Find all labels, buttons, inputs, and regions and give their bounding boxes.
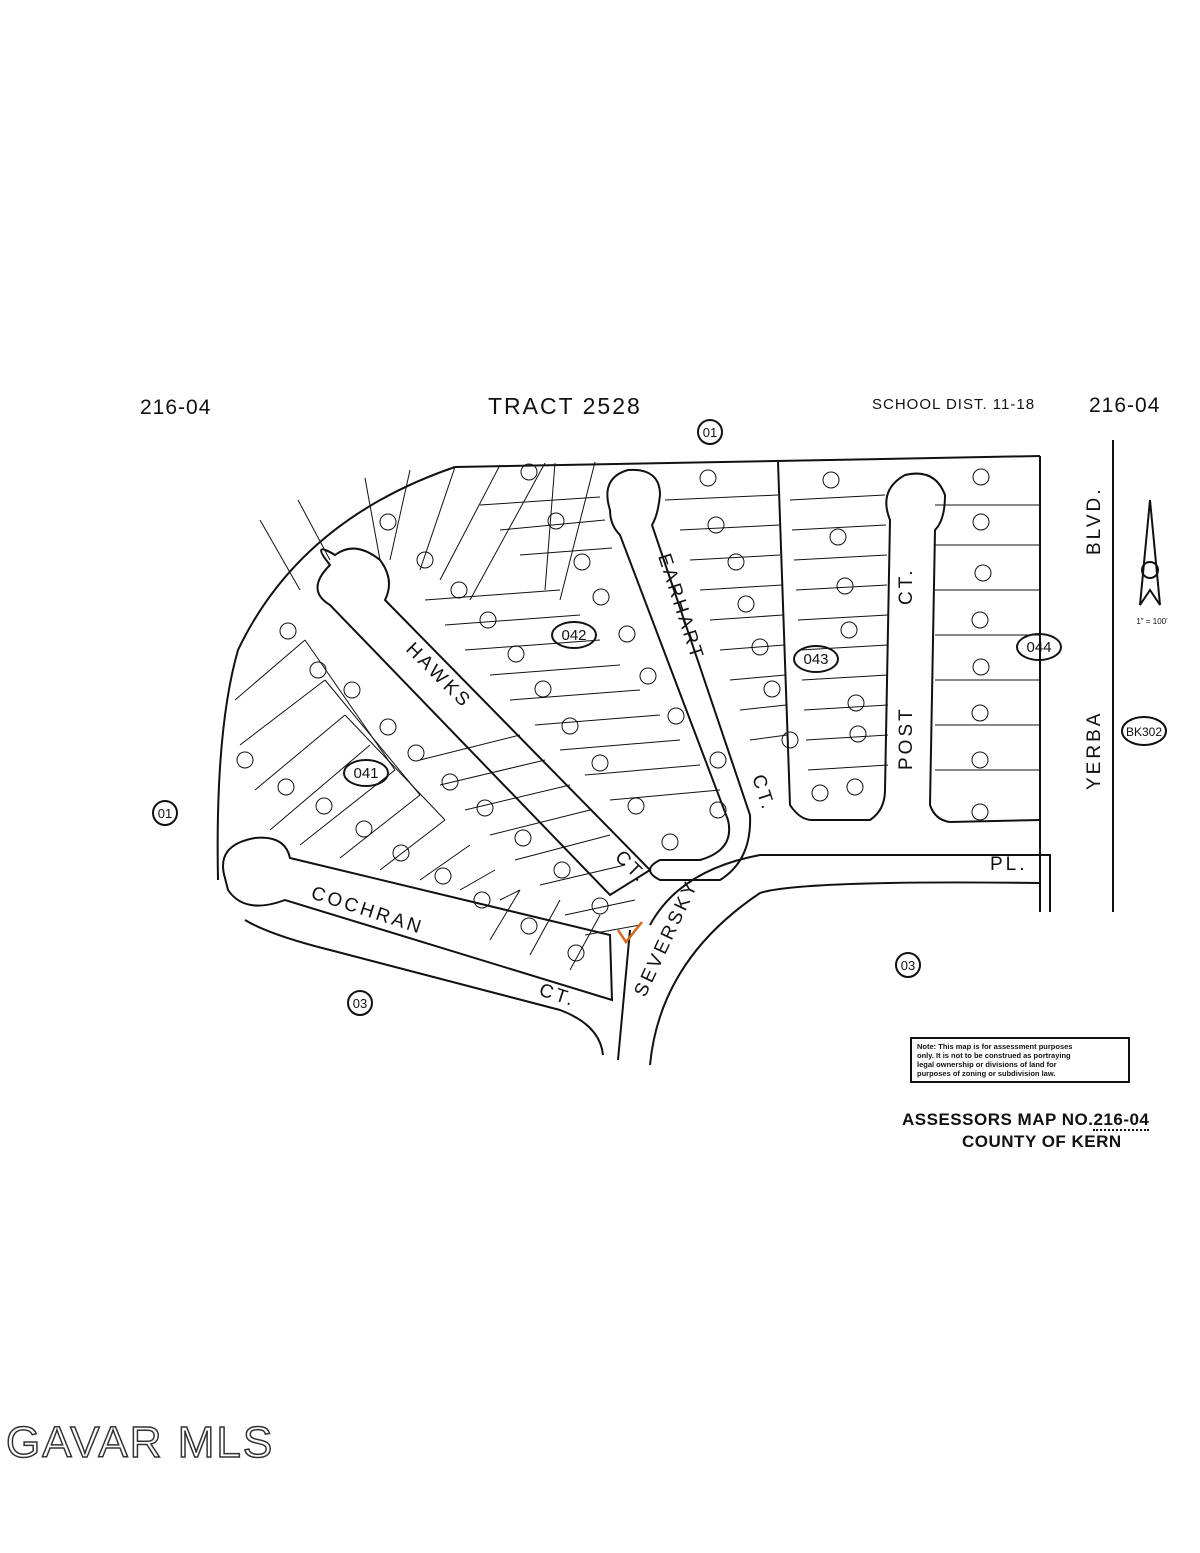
post-pl-road <box>649 854 1051 926</box>
selected-parcel-checkmark <box>616 921 643 945</box>
block-043-label: 043 <box>803 651 828 668</box>
block-042-oval <box>551 621 597 649</box>
street-yerba: YERBA <box>1084 711 1105 790</box>
earhart-ct-road <box>606 468 752 881</box>
assessors-map-value: 216-04 <box>1093 1110 1150 1131</box>
street-hawks-ct: CT. <box>610 847 651 888</box>
bk302-oval <box>1121 716 1167 746</box>
neighbor-01-top-circle <box>697 419 723 445</box>
post-ct-road <box>777 461 1041 824</box>
tract-outer-arc <box>216 466 456 881</box>
street-hawks: HAWKS <box>401 639 475 713</box>
note-line: purposes of zoning or subdivision law. <box>917 1069 1056 1078</box>
hawks-ct-road <box>316 547 652 897</box>
neighbor-03-right: 03 <box>901 958 915 973</box>
assessors-map-number: ASSESSORS MAP NO.216-04 <box>902 1110 1150 1131</box>
assessment-note-box: Note: This map is for assessment purpose… <box>910 1037 1130 1083</box>
block-042-label: 042 <box>561 627 586 644</box>
lot-lines <box>234 461 1040 971</box>
cochran-ct-road <box>222 836 614 1002</box>
county-name: COUNTY OF KERN <box>962 1132 1122 1151</box>
street-blvd: BLVD. <box>1084 486 1105 555</box>
north-arrow-circle <box>1141 561 1159 579</box>
street-cochran-ct: CT. <box>536 980 578 1012</box>
mls-watermark: GAVAR MLS <box>5 1417 275 1468</box>
north-arrow <box>1139 499 1161 606</box>
street-post: POST <box>896 706 917 770</box>
school-district: SCHOOL DIST. 11-18 <box>872 396 1036 413</box>
neighbor-01-left-circle <box>152 800 178 826</box>
seversky-road-left <box>617 929 631 1061</box>
block-044-oval <box>1016 633 1062 661</box>
tract-title: TRACT 2528 <box>488 393 642 419</box>
neighbor-03-right-circle <box>895 952 921 978</box>
bk302-label: BK302 <box>1126 725 1162 739</box>
note-line: legal ownership or divisions of land for <box>917 1060 1057 1069</box>
block-044-label: 044 <box>1026 639 1051 656</box>
cochran-ct-south-curve <box>244 919 604 1056</box>
street-post-pl: PL. <box>990 854 1028 875</box>
seversky-road-right <box>649 881 1041 1066</box>
block-041-label: 041 <box>353 765 378 782</box>
lot-circles <box>236 463 992 962</box>
neighbor-03-bottom: 03 <box>353 996 367 1011</box>
block-043-oval <box>793 645 839 673</box>
street-seversky: SEVERSKY <box>630 877 702 1000</box>
street-post-ct: CT. <box>896 568 917 606</box>
neighbor-01-left: 01 <box>158 806 172 821</box>
header-left-map-number: 216-04 <box>140 396 212 419</box>
neighbor-01-top: 01 <box>703 425 717 440</box>
scale-label: 1" = 100' <box>1136 617 1168 626</box>
tract-top-boundary <box>454 455 1041 468</box>
street-earhart-ct: CT. <box>747 772 779 814</box>
note-line: Note: This map is for assessment purpose… <box>917 1042 1073 1051</box>
note-line: only. It is not to be construed as portr… <box>917 1051 1071 1060</box>
assessors-map-label: ASSESSORS MAP NO. <box>902 1110 1094 1129</box>
block-041-oval <box>343 759 389 787</box>
neighbor-03-bottom-circle <box>347 990 373 1016</box>
street-cochran: COCHRAN <box>308 883 426 939</box>
header-right-map-number: 216-04 <box>1089 394 1161 417</box>
